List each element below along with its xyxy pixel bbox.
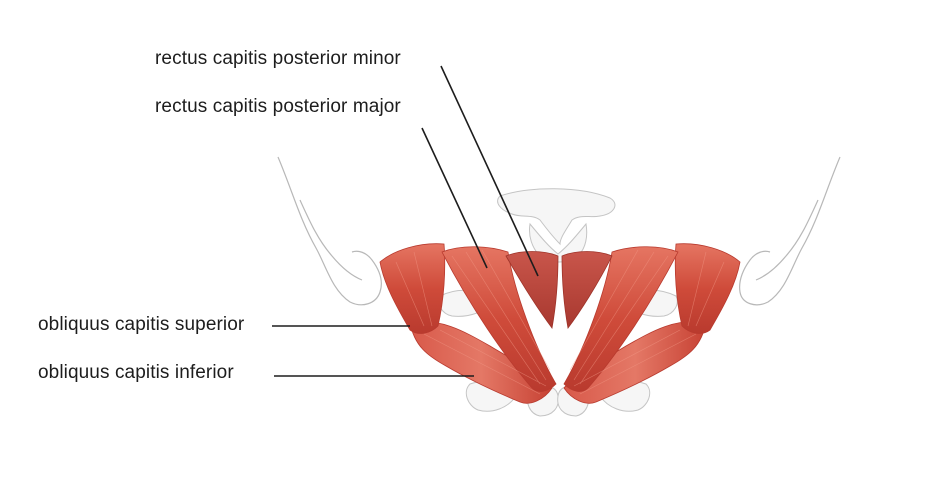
label-rectus-capitis-posterior-major: rectus capitis posterior major <box>155 96 401 117</box>
obliquus-capitis-superior-right <box>674 243 741 334</box>
muscle-fiber-texture <box>395 249 725 395</box>
rectus-capitis-posterior-minor-left <box>505 251 559 329</box>
obliquus-capitis-inferior-right <box>563 320 707 404</box>
leader-lines <box>272 65 539 377</box>
obliquus-capitis-inferior-left <box>409 320 553 404</box>
rectus-capitis-posterior-minor-right <box>561 251 613 329</box>
leader-line-rcp-minor <box>440 65 539 277</box>
label-obliquus-capitis-superior: obliquus capitis superior <box>38 314 245 335</box>
skull-outline <box>277 156 841 306</box>
muscles <box>379 243 741 404</box>
obliquus-capitis-superior-left <box>379 243 446 334</box>
label-obliquus-capitis-inferior: obliquus capitis inferior <box>38 362 234 383</box>
label-rectus-capitis-posterior-minor: rectus capitis posterior minor <box>155 48 401 69</box>
leader-line-rcp-major <box>421 127 488 269</box>
